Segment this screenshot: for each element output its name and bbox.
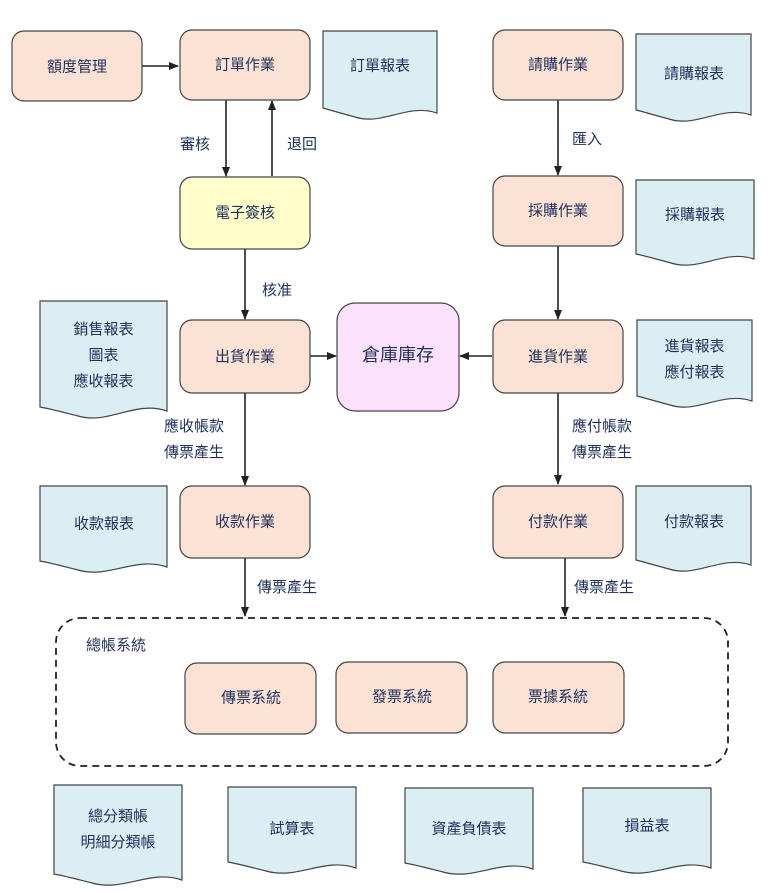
label-purchase: 採購作業 xyxy=(528,202,588,220)
label-requisition: 請購作業 xyxy=(528,56,588,74)
label-sales-report: 銷售報表 圖表 應收報表 xyxy=(40,316,167,394)
receiving-report-line-1: 進貨報表 xyxy=(664,337,725,355)
label-shipping: 出貨作業 xyxy=(215,348,275,366)
node-quota xyxy=(11,30,143,102)
label-balance-sheet: 資產負債表 xyxy=(431,820,506,838)
doc-ledger-report xyxy=(53,784,183,886)
doc-receiving-report xyxy=(636,319,753,408)
sales-report-line-3: 應收報表 xyxy=(73,372,134,390)
ap-voucher-line-2: 傳票產生 xyxy=(572,443,633,461)
label-purchase-report: 採購報表 xyxy=(665,206,725,224)
node-voucher-system xyxy=(184,662,317,735)
ledger-report-line-1: 總分類帳 xyxy=(87,807,148,825)
edge-label-ap-voucher: 應付帳款 傳票產生 xyxy=(572,413,632,465)
receiving-report-line-2: 應付報表 xyxy=(664,363,725,381)
doc-trial-balance xyxy=(227,786,357,874)
doc-requisition-report xyxy=(635,33,752,122)
node-labels: 額度管理 訂單作業 訂單報表 請購作業 請購報表 電子簽核 採購作業 採購報表 … xyxy=(47,56,725,838)
edge-label-return: 退回 xyxy=(287,135,318,153)
label-receiving-report: 進貨報表 應付報表 xyxy=(637,333,752,385)
node-receiving xyxy=(492,319,624,394)
node-collection xyxy=(179,485,311,559)
label-order-report: 訂單報表 xyxy=(350,57,410,75)
edge-label-ar-voucher: 應收帳款 傳票產生 xyxy=(164,413,224,465)
label-trial-balance: 試算表 xyxy=(269,820,314,838)
ap-voucher-line-1: 應付帳款 xyxy=(572,417,633,435)
node-invoice-system xyxy=(335,661,468,734)
node-shipping xyxy=(179,319,311,394)
label-collection: 收款作業 xyxy=(215,513,275,531)
ar-voucher-line-2: 傳票產生 xyxy=(164,443,225,461)
label-invoice-system: 發票系統 xyxy=(372,688,432,706)
label-payment-report: 付款報表 xyxy=(664,513,724,531)
connectors xyxy=(142,62,569,617)
label-collection-report: 收款報表 xyxy=(74,515,134,533)
gl-group-title: 總帳系統 xyxy=(86,636,147,654)
label-receipt-system: 票據系統 xyxy=(528,688,588,706)
edge-label-review: 審核 xyxy=(180,135,211,153)
doc-payment-report xyxy=(635,485,752,572)
edge-label-approve: 核准 xyxy=(262,281,293,299)
doc-income-statement xyxy=(582,787,712,874)
label-quota: 額度管理 xyxy=(47,58,107,76)
edge-label-import: 匯入 xyxy=(572,130,603,148)
label-payment: 付款作業 xyxy=(528,513,588,531)
node-purchase xyxy=(492,175,624,247)
edge-label-voucher-right: 傳票產生 xyxy=(574,578,635,596)
process-boxes xyxy=(11,29,625,735)
doc-collection-report xyxy=(39,485,168,573)
sales-report-line-1: 銷售報表 xyxy=(73,320,134,338)
node-payment xyxy=(492,485,624,559)
doc-sales-report xyxy=(39,300,168,419)
node-requisition xyxy=(492,29,624,101)
label-requisition-report: 請購報表 xyxy=(664,65,724,83)
label-order: 訂單作業 xyxy=(215,56,275,74)
label-income-statement: 損益表 xyxy=(624,817,669,835)
node-receipt-system xyxy=(492,661,625,734)
ledger-report-line-2: 明細分類帳 xyxy=(80,833,156,851)
label-warehouse: 倉庫庫存 xyxy=(362,345,434,366)
node-esign xyxy=(179,176,311,250)
label-esign: 電子簽核 xyxy=(215,204,275,222)
sales-report-line-2: 圖表 xyxy=(88,346,119,364)
doc-balance-sheet xyxy=(404,787,534,875)
doc-order-report xyxy=(322,30,438,120)
gl-group-frame xyxy=(55,617,729,767)
document-shapes xyxy=(39,30,755,886)
edge-label-voucher-left: 傳票產生 xyxy=(257,578,318,596)
label-receiving: 進貨作業 xyxy=(528,348,588,366)
ar-voucher-line-1: 應收帳款 xyxy=(164,417,225,435)
label-ledger-report: 總分類帳 明細分類帳 xyxy=(54,803,182,855)
node-order xyxy=(179,29,311,101)
node-warehouse xyxy=(336,302,460,412)
doc-purchase-report xyxy=(635,179,755,266)
label-voucher-system: 傳票系統 xyxy=(221,689,281,707)
